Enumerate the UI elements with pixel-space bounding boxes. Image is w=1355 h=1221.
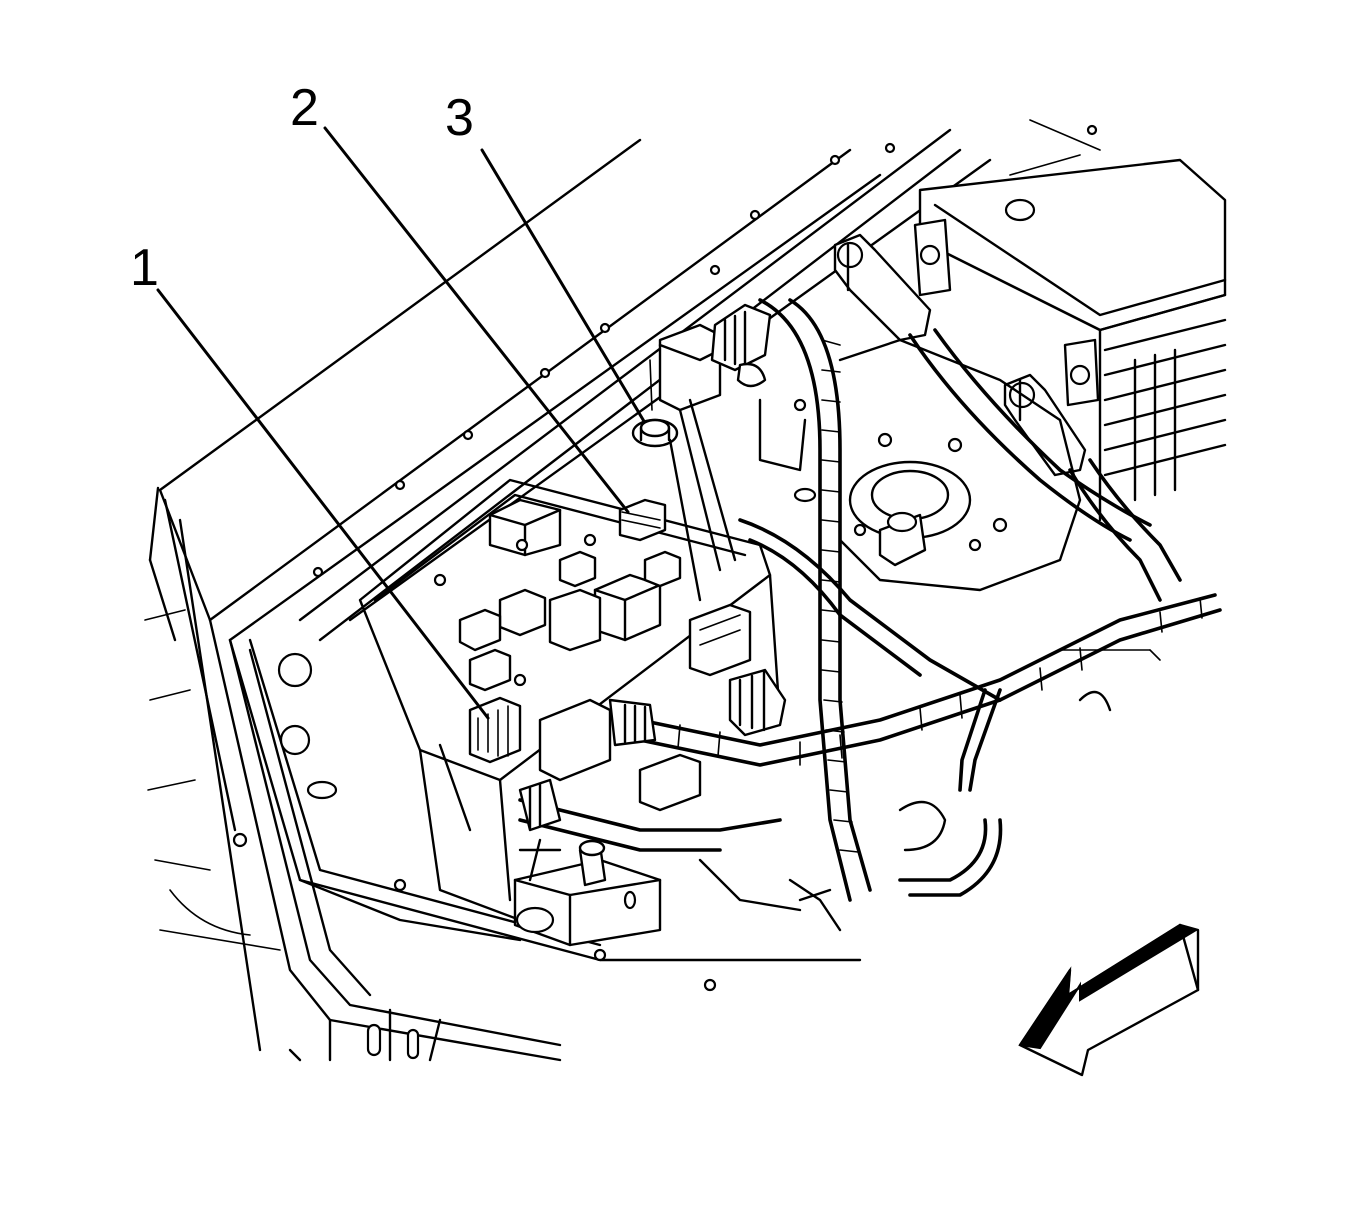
battery-cables — [833, 233, 1182, 602]
leader-3 — [480, 148, 650, 430]
ground-nut — [631, 359, 737, 602]
wiring-harness — [518, 298, 1222, 902]
front-direction-arrow-icon — [1018, 923, 1200, 1077]
callouts: 1 2 3 — [130, 79, 474, 297]
callout-3: 3 — [445, 89, 474, 147]
lower-bracket — [513, 838, 842, 947]
body-panels — [144, 128, 992, 1062]
underhood-fuse-block — [358, 478, 782, 922]
strut-tower — [758, 338, 1161, 852]
callout-leaders — [156, 126, 650, 720]
leader-1 — [156, 288, 490, 720]
fender-rail — [228, 124, 1098, 992]
callout-1: 1 — [130, 239, 159, 297]
leader-2 — [323, 126, 630, 514]
battery — [913, 119, 1227, 522]
callout-2: 2 — [290, 79, 319, 137]
